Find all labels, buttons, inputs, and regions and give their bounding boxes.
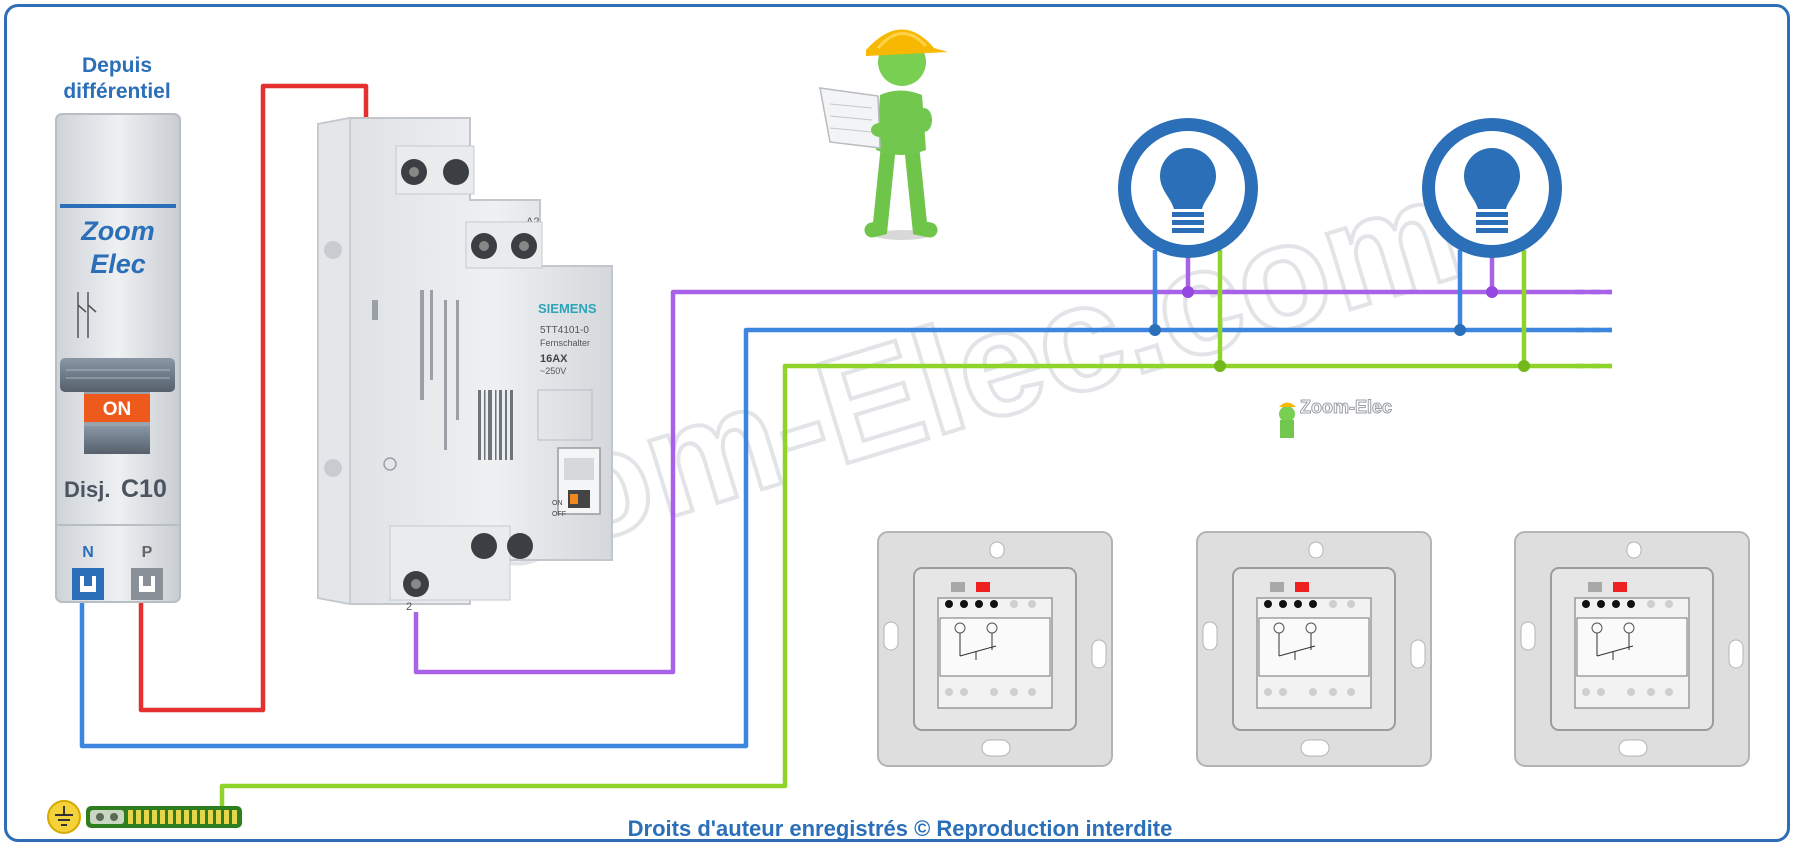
worker-figure-icon bbox=[819, 29, 948, 240]
earth-ground-icon bbox=[47, 800, 81, 834]
small-logo: Zoom-Elec bbox=[1279, 397, 1393, 438]
breaker-on-badge bbox=[84, 394, 150, 422]
breaker-terminal-n-label: N bbox=[82, 544, 94, 561]
breaker-rating: C10 bbox=[121, 475, 167, 503]
breaker-symbol-icon bbox=[77, 292, 97, 338]
relay-side-markings bbox=[372, 290, 459, 471]
relay-voltage: ~250V bbox=[540, 366, 566, 376]
source-label-line2: différentiel bbox=[63, 80, 170, 103]
push-button-2[interactable] bbox=[1196, 531, 1432, 767]
breaker-status: ON bbox=[103, 399, 132, 420]
copyright-footer: Droits d'auteur enregistrés © Reproducti… bbox=[628, 816, 1173, 841]
push-button-1[interactable] bbox=[877, 531, 1113, 767]
breaker-brand-line2: Elec bbox=[90, 249, 146, 279]
relay-switch-on: ON bbox=[552, 500, 563, 507]
wire-phase bbox=[138, 83, 369, 713]
breaker-handle[interactable] bbox=[60, 358, 175, 392]
relay-barcode bbox=[478, 390, 513, 460]
relay-switch-off: OFF bbox=[552, 511, 566, 518]
relay-current: 16AX bbox=[540, 353, 568, 365]
circuit-breaker: Zoom Elec ON Disj. C10 N P bbox=[55, 113, 181, 603]
wire-continuation bbox=[1575, 289, 1612, 369]
lamp-1 bbox=[1118, 118, 1258, 258]
relay-brand: SIEMENS bbox=[538, 301, 597, 316]
wire-control bbox=[413, 289, 1612, 675]
wire-neutral bbox=[79, 327, 1612, 749]
lamp-2 bbox=[1422, 118, 1562, 258]
breaker-type-prefix: Disj. bbox=[64, 477, 110, 502]
earth-terminal-bar bbox=[86, 806, 242, 828]
push-button-3[interactable] bbox=[1514, 531, 1750, 767]
small-logo-text: Zoom-Elec bbox=[1300, 397, 1392, 417]
relay-kind: Fernschalter bbox=[540, 338, 590, 348]
relay-model: 5TT4101-0 bbox=[540, 325, 589, 336]
breaker-terminal-p-label: P bbox=[142, 544, 153, 561]
wire-earth bbox=[219, 363, 1612, 812]
impulse-relay: 1 A1 A2 SIEMENS 5TT4101-0 Fernschalter 1… bbox=[317, 117, 613, 613]
breaker-brand-line1: Zoom bbox=[80, 216, 155, 246]
junction-dots bbox=[1149, 286, 1530, 372]
relay-terminal-2-label: 2 bbox=[406, 601, 412, 613]
source-label-line1: Depuis bbox=[82, 54, 152, 77]
